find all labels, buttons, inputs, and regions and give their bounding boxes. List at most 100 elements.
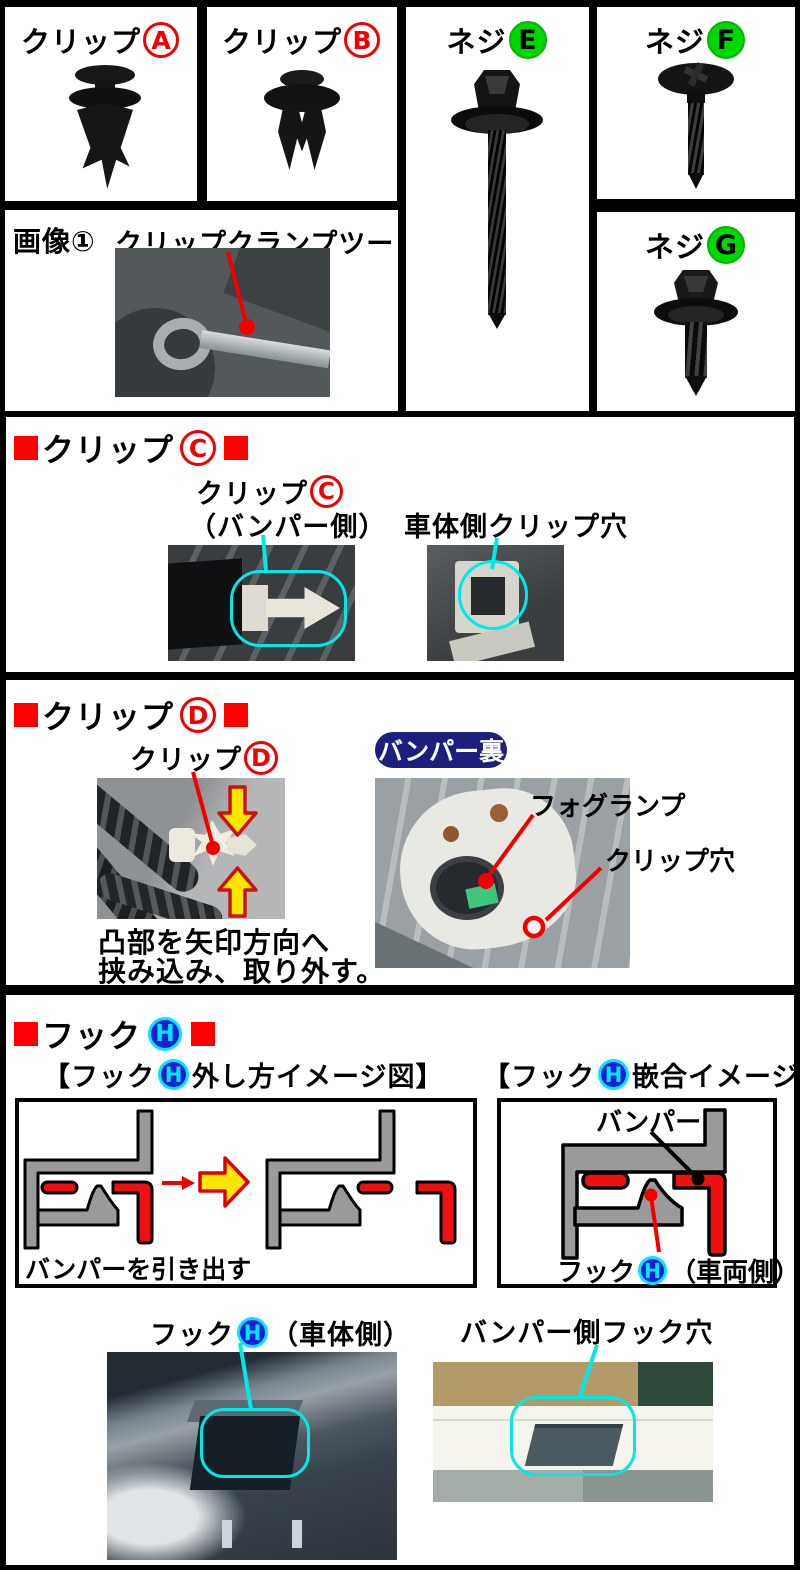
section-h-header: フック H xyxy=(14,1011,216,1057)
panel-screw-f: ネジ F xyxy=(597,7,795,199)
clip-c-photo xyxy=(168,545,355,661)
hook-body-badge: H xyxy=(237,1317,268,1348)
screw-e-photo xyxy=(437,62,557,352)
clip-c-hole-photo xyxy=(427,545,564,661)
screw-g-caption: ネジ G xyxy=(597,224,795,266)
screw-f-neck xyxy=(687,91,705,103)
hook-body-side-label: フック H （車体側） xyxy=(150,1313,411,1352)
body-side-clip-hole-label: 車体側クリップ穴 xyxy=(404,512,628,543)
screw-f-shaft xyxy=(688,103,704,175)
clip-c-label-text: クリップ xyxy=(196,479,308,510)
section-d-header-label: クリップ xyxy=(42,698,175,736)
bulb-holder xyxy=(490,804,508,822)
clip-b-photo xyxy=(252,62,352,182)
section-d-header-badge: D xyxy=(180,697,217,733)
screw-f-label: ネジ xyxy=(644,25,705,59)
clip-b-badge: B xyxy=(344,22,380,58)
red-square-icon xyxy=(14,703,38,727)
red-square-icon xyxy=(14,436,38,460)
hook-body-photo xyxy=(107,1352,397,1560)
screw-e-tip xyxy=(488,313,506,329)
clip-a-label: クリップ xyxy=(20,25,141,59)
panel-screw-g: ネジ G xyxy=(597,212,795,411)
panel-clip-a: クリップ A xyxy=(5,7,197,201)
instruction-line-1: 凸部を矢印方向へ xyxy=(98,926,331,959)
fit-title-badge: H xyxy=(598,1059,629,1090)
section-h-header-label: フック xyxy=(42,1017,142,1055)
panel-clip-b: クリップ B xyxy=(207,7,397,201)
red-square-icon xyxy=(14,1022,38,1046)
hook-vehicle-badge: H xyxy=(638,1256,668,1285)
fit-title-pre: 【フック xyxy=(483,1062,595,1093)
bumper-back-pill: バンパー裏 xyxy=(375,732,507,768)
clip-a-flange xyxy=(69,87,141,109)
clip-c-label-badge: C xyxy=(310,475,343,508)
red-square-icon xyxy=(224,436,249,460)
screw-e-label: ネジ xyxy=(446,25,507,59)
instruction-line-2: 挟み込み、取り外す。 xyxy=(98,955,386,988)
panel-screw-e: ネジ E xyxy=(406,7,589,411)
diagram-bumper-label: バンパー xyxy=(596,1108,702,1138)
clip-hole-highlight xyxy=(458,560,528,630)
section-c-header-badge: C xyxy=(180,430,217,466)
clip-b-cap xyxy=(280,70,324,88)
clip-a-badge: A xyxy=(143,22,179,58)
clip-a-cap xyxy=(75,65,135,85)
hook-vehicle-side-label: フック H （車両側） xyxy=(557,1252,800,1289)
clip-b-legs xyxy=(278,104,326,170)
slot-highlight xyxy=(222,1520,232,1548)
hook-body-pre: フック xyxy=(150,1320,234,1351)
screw-g-photo xyxy=(641,264,751,409)
section-h-header-badge: H xyxy=(148,1017,183,1051)
screw-e-shaft xyxy=(488,130,506,315)
panel-image1: 画像① クリップクランプツール xyxy=(5,210,398,411)
clip-c-highlight xyxy=(230,570,347,647)
slot-highlight xyxy=(292,1520,302,1548)
screw-e-head-facet xyxy=(485,76,509,94)
white-clip-ring xyxy=(169,828,195,862)
clip-c-bumper-label: クリップ C xyxy=(196,472,345,511)
screw-e-washer-inner xyxy=(465,114,529,134)
section-c-header: クリップ C xyxy=(14,425,249,471)
fit-diagram-title: 【フック H 嵌合イメージ図】 xyxy=(483,1055,800,1094)
bulb-holder xyxy=(443,826,459,842)
remove-diagram-title: 【フック H 外し方イメージ図】 xyxy=(43,1055,443,1094)
hook-body-post: （車体側） xyxy=(271,1320,411,1351)
clip-d-photo xyxy=(97,778,285,919)
screw-f-photo xyxy=(641,57,751,197)
screw-g-label: ネジ xyxy=(644,230,705,264)
clip-d-label: クリップ D xyxy=(130,738,280,777)
screw-g-washer-inner xyxy=(668,306,724,324)
screw-f-tip xyxy=(688,173,704,189)
hook-body-highlight xyxy=(200,1408,310,1478)
hook-vehicle-pre: フック xyxy=(557,1258,636,1288)
clip-c-bumper-sub-label: （バンパー側） xyxy=(189,512,387,543)
hook-remove-diagram: バンパーを引き出す xyxy=(15,1098,477,1288)
hook-vehicle-post: （車両側） xyxy=(670,1258,800,1288)
section-clip-c: クリップ C クリップ C （バンパー側） 車体側クリップ穴 xyxy=(6,417,794,672)
screw-f-badge: F xyxy=(707,21,745,59)
section-clip-d: クリップ D クリップ D 凸部を矢印方向へ 挟み込み、取り外す。 バンパー裏 xyxy=(6,680,794,988)
section-hook-h: フック H 【フック H 外し方イメージ図】 【フック H 嵌合イメージ図】 xyxy=(6,995,800,1565)
clip-b-dome xyxy=(264,84,340,112)
remove-title-badge: H xyxy=(158,1059,189,1090)
bumper-hole-photo xyxy=(433,1362,713,1502)
hook-fit-diagram: バンパー フック H （車両側） xyxy=(497,1098,800,1288)
screw-g-shaft xyxy=(685,322,707,378)
screw-f-caption: ネジ F xyxy=(597,19,795,61)
red-square-icon xyxy=(224,703,249,727)
white-clip-tip xyxy=(227,834,257,856)
screw-e-badge: E xyxy=(508,21,547,59)
image1-label: 画像① xyxy=(13,225,96,258)
clip-hole-label: クリップ穴 xyxy=(605,847,736,877)
photo-dark-area xyxy=(223,248,330,338)
clip-a-caption: クリップ A xyxy=(5,19,197,61)
clip-a-photo xyxy=(51,59,151,194)
tool-photo xyxy=(115,248,330,397)
screw-e-caption: ネジ E xyxy=(406,19,589,61)
remove-title-post: 外し方イメージ図】 xyxy=(192,1062,444,1093)
screw-g-head-facet xyxy=(684,276,708,292)
red-square-icon xyxy=(191,1022,216,1046)
pull-out-label: バンパーを引き出す xyxy=(25,1255,252,1284)
